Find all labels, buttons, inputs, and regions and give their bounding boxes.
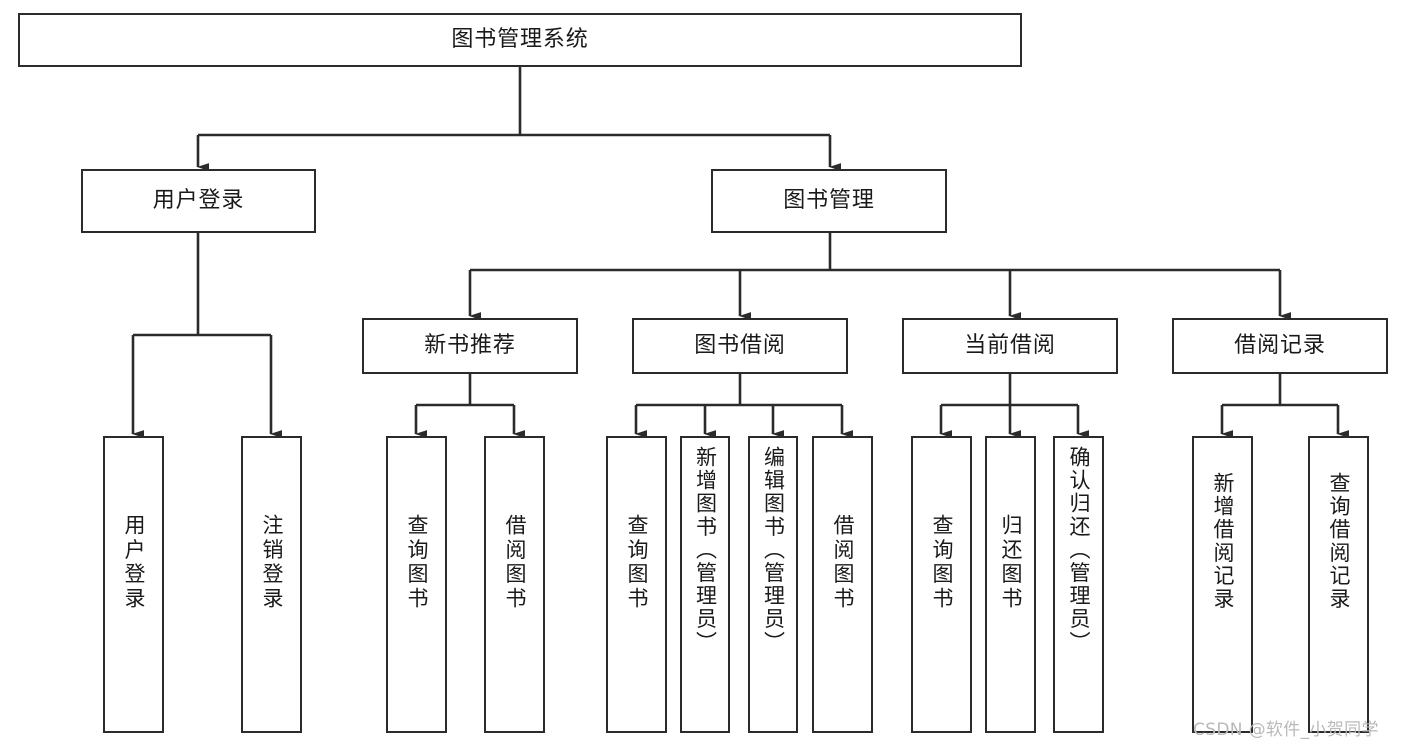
node-leaf-query-borrow-record[interactable]: 查询借阅记录 xyxy=(1308,436,1369,733)
node-leaf-borrow-book-recommend[interactable]: 借阅图书 xyxy=(484,436,545,733)
node-leaf-borrow-book-borrow[interactable]: 借阅图书 xyxy=(812,436,873,733)
node-book-manage[interactable]: 图书管理 xyxy=(711,169,947,233)
node-leaf-query-book-recommend-label: 查询图书 xyxy=(405,514,429,612)
node-root-label: 图书管理系统 xyxy=(451,27,589,53)
node-leaf-confirm-return-admin-label: 确认归还（管理员） xyxy=(1067,446,1091,654)
node-new-book-recommend[interactable]: 新书推荐 xyxy=(362,318,578,374)
node-leaf-edit-book-admin[interactable]: 编辑图书（管理员） xyxy=(748,436,798,733)
node-leaf-return-book-label: 归还图书 xyxy=(999,514,1023,612)
csdn-watermark: CSDN @软件_小贺同学 xyxy=(1193,720,1379,740)
node-user-login-label: 用户登录 xyxy=(152,188,245,214)
node-leaf-add-borrow-record[interactable]: 新增借阅记录 xyxy=(1192,436,1253,733)
node-leaf-return-book[interactable]: 归还图书 xyxy=(985,436,1036,733)
node-leaf-query-book-borrow[interactable]: 查询图书 xyxy=(606,436,667,733)
node-current-borrow-label: 当前借阅 xyxy=(964,333,1056,359)
node-leaf-user-login[interactable]: 用户登录 xyxy=(103,436,164,733)
node-leaf-add-book-admin-label: 新增图书（管理员） xyxy=(693,446,718,654)
node-root[interactable]: 图书管理系统 xyxy=(18,13,1022,67)
node-book-manage-label: 图书管理 xyxy=(783,188,875,214)
node-leaf-query-book-borrow-label: 查询图书 xyxy=(625,514,649,612)
node-leaf-query-book-current-label: 查询图书 xyxy=(930,514,954,612)
node-leaf-query-borrow-record-label: 查询借阅记录 xyxy=(1327,472,1351,611)
node-book-borrow[interactable]: 图书借阅 xyxy=(632,318,848,374)
node-book-borrow-label: 图书借阅 xyxy=(694,333,786,359)
node-leaf-confirm-return-admin[interactable]: 确认归还（管理员） xyxy=(1053,436,1104,733)
node-leaf-add-borrow-record-label: 新增借阅记录 xyxy=(1211,472,1235,611)
node-leaf-user-logout[interactable]: 注销登录 xyxy=(241,436,302,733)
node-leaf-query-book-current[interactable]: 查询图书 xyxy=(911,436,972,733)
node-leaf-user-logout-label: 注销登录 xyxy=(260,514,284,612)
node-leaf-edit-book-admin-label: 编辑图书（管理员） xyxy=(761,446,786,654)
node-leaf-query-book-recommend[interactable]: 查询图书 xyxy=(386,436,447,733)
node-current-borrow[interactable]: 当前借阅 xyxy=(902,318,1118,374)
node-borrow-record-label: 借阅记录 xyxy=(1234,333,1326,359)
node-leaf-add-book-admin[interactable]: 新增图书（管理员） xyxy=(680,436,730,733)
node-user-login[interactable]: 用户登录 xyxy=(81,169,316,233)
node-leaf-borrow-book-borrow-label: 借阅图书 xyxy=(831,514,855,612)
node-leaf-user-login-label: 用户登录 xyxy=(122,514,146,612)
node-borrow-record[interactable]: 借阅记录 xyxy=(1172,318,1388,374)
node-leaf-borrow-book-recommend-label: 借阅图书 xyxy=(503,514,527,612)
node-new-book-recommend-label: 新书推荐 xyxy=(424,333,516,359)
